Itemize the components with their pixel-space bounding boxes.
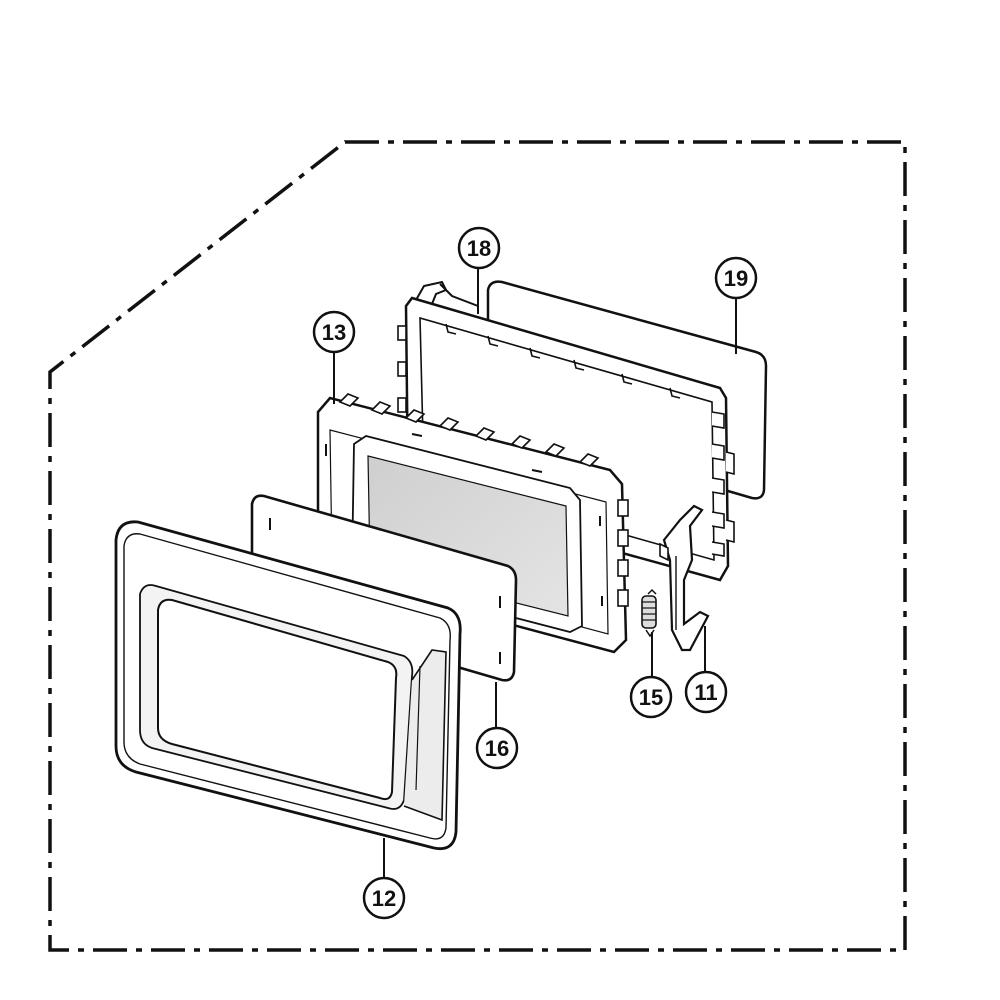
callout-label: 13 — [322, 320, 346, 345]
callout-15: 15 — [629, 675, 673, 719]
callout-12: 12 — [362, 876, 406, 920]
callout-18: 18 — [457, 226, 501, 270]
callout-circle — [684, 670, 728, 714]
callout-circle — [312, 310, 356, 354]
callout-circle — [475, 726, 519, 770]
callout-circle — [629, 675, 673, 719]
callout-label: 19 — [724, 266, 748, 291]
callout-label: 12 — [372, 886, 396, 911]
callout-label: 11 — [694, 680, 717, 705]
callout-label: 18 — [467, 236, 491, 261]
part-12-door-front-frame — [114, 520, 462, 851]
callout-label: 15 — [639, 685, 663, 710]
callout-circle — [457, 226, 501, 270]
callout-13: 13 — [312, 310, 356, 354]
callout-16: 16 — [475, 726, 519, 770]
callout-circle — [362, 876, 406, 920]
part-11-latch-hook — [659, 504, 710, 652]
callout-11: 11 — [684, 670, 728, 714]
assembly-boundary — [48, 140, 907, 952]
leader-lines — [333, 268, 737, 878]
part-15-spring — [641, 588, 657, 638]
callout-19: 19 — [714, 256, 758, 300]
callout-label: 16 — [485, 736, 509, 761]
callout-circle — [714, 256, 758, 300]
